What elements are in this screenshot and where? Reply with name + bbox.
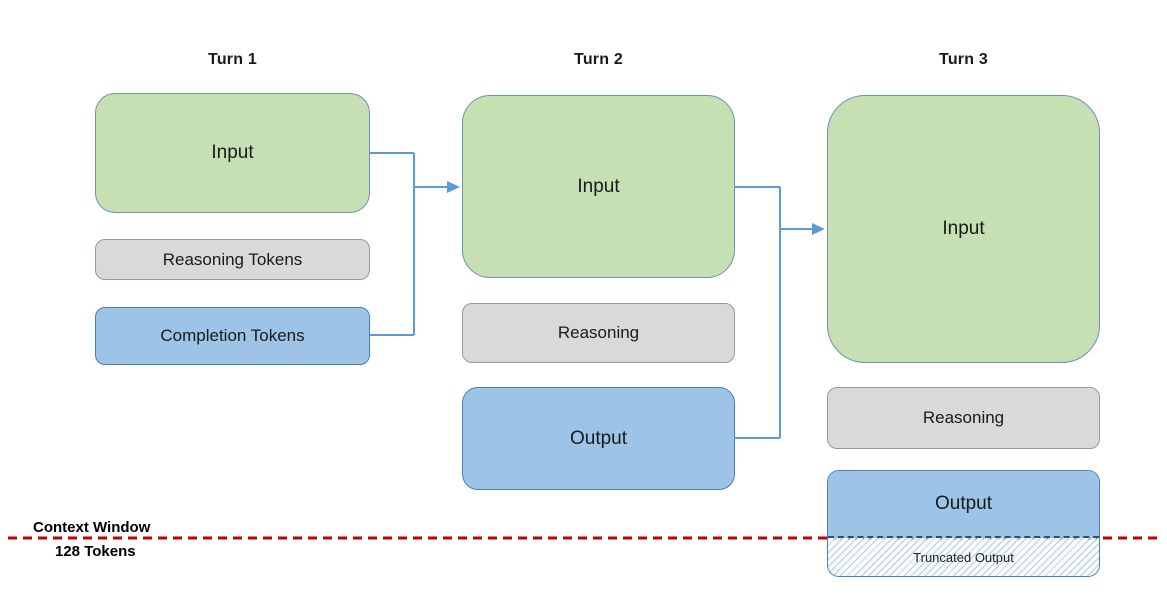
turn2-output-box: Output: [462, 387, 735, 490]
turn3-input-label: Input: [942, 218, 985, 239]
turn3-reasoning-box: Reasoning: [827, 387, 1100, 449]
turn1-reasoning-tokens-box: Reasoning Tokens: [95, 239, 370, 280]
turn1-reasoning-tokens-label: Reasoning Tokens: [162, 249, 303, 269]
turn1-title: Turn 1: [208, 51, 257, 68]
turn1-input-label: Input: [211, 142, 254, 163]
turn1-to-turn2-connector: [370, 152, 448, 336]
turn2-output-label: Output: [569, 427, 628, 449]
turn3-output-group: Output Truncated Output: [827, 470, 1100, 577]
turn1-completion-tokens-box: Completion Tokens: [95, 307, 370, 365]
turn1-input-box: Input: [95, 93, 370, 213]
turn2-reasoning-label: Reasoning: [557, 323, 640, 342]
turn3-title: Turn 3: [939, 51, 988, 68]
turn1-completion-tokens-label: Completion Tokens: [160, 326, 305, 345]
turn3-truncated-output-label: Truncated Output: [913, 549, 1014, 565]
context-window-limit-label: 128 Tokens: [55, 543, 136, 560]
turn3-input-box: Input: [827, 95, 1100, 363]
turn3-output-box: Output: [828, 471, 1099, 538]
turn2-reasoning-box: Reasoning: [462, 303, 735, 363]
turn2-title: Turn 2: [574, 51, 623, 68]
context-window-label: Context Window: [33, 519, 151, 536]
turn1-to-turn2-arrowhead: [447, 181, 460, 193]
turn2-input-box: Input: [462, 95, 735, 278]
turn3-output-label: Output: [934, 492, 993, 514]
turn3-reasoning-label: Reasoning: [922, 408, 1005, 427]
turn3-truncated-output-box: Truncated Output: [828, 538, 1099, 576]
turn2-to-turn3-arrowhead: [812, 223, 825, 235]
turn2-input-label: Input: [577, 175, 620, 197]
turn2-to-turn3-connector: [734, 186, 813, 439]
